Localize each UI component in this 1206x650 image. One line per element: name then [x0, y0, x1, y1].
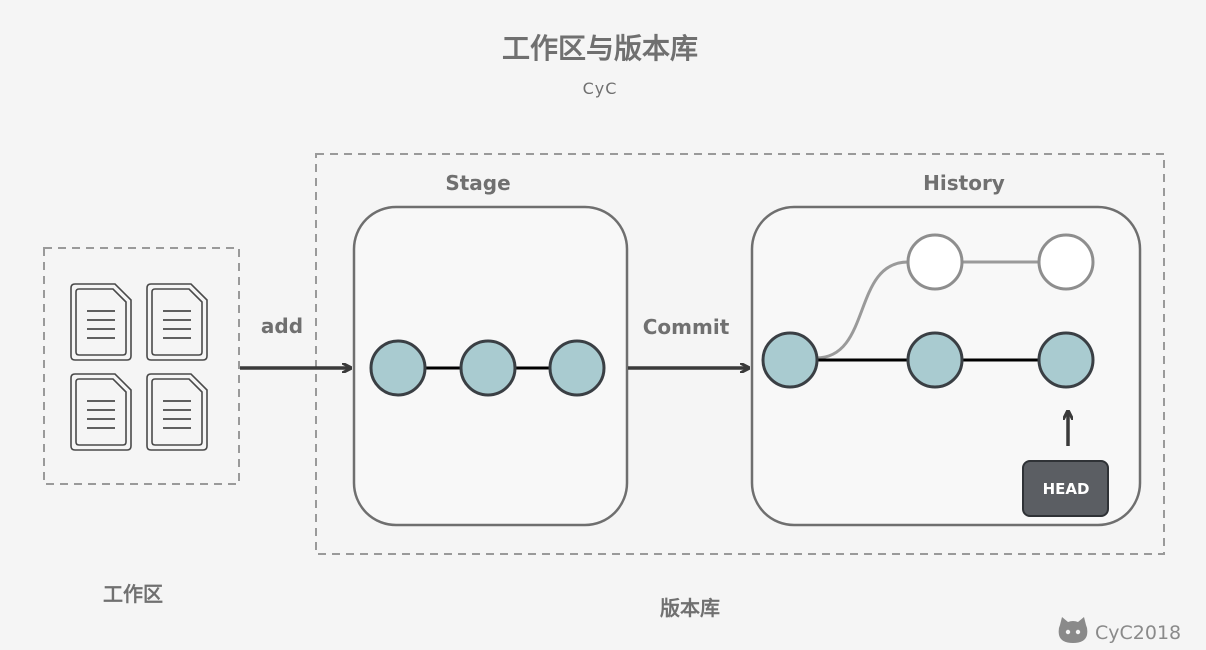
document-icon [70, 283, 132, 361]
document-icon [70, 373, 132, 451]
document-icon [146, 283, 208, 361]
diagram-subtitle: CyC [583, 79, 618, 98]
branch-node [906, 233, 964, 291]
history-node-head [1037, 331, 1095, 389]
history-node [761, 331, 819, 389]
branch-edge [815, 260, 1066, 360]
stage-node [369, 339, 427, 397]
head-badge [1022, 460, 1109, 517]
commit-label: Commit [643, 315, 730, 339]
head-label: HEAD [1043, 480, 1090, 498]
history-label: History [923, 171, 1005, 195]
repository-container [315, 153, 1165, 555]
stage-label: Stage [445, 171, 510, 195]
working-area-label: 工作区 [103, 582, 163, 606]
document-icon [146, 373, 208, 451]
diagram-title: 工作区与版本库 [502, 32, 698, 65]
file-icons-group [70, 283, 208, 451]
stage-node [548, 339, 606, 397]
stage-node [459, 339, 517, 397]
repository-label: 版本库 [660, 596, 720, 620]
watermark-text: CyC2018 [1095, 622, 1181, 644]
history-node [906, 331, 964, 389]
branch-node [1037, 233, 1095, 291]
working-area-container [43, 247, 240, 485]
add-label: add [261, 314, 303, 338]
github-octocat-icon [1058, 617, 1088, 643]
